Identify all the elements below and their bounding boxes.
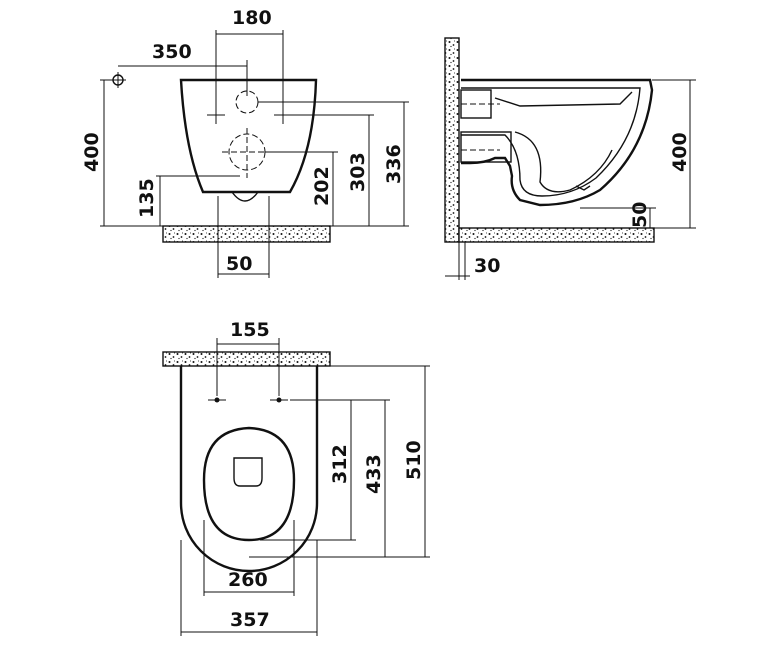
front-bolt-left xyxy=(207,106,225,124)
top-wall-slab xyxy=(162,351,331,367)
dim-side-50: 50 xyxy=(629,202,651,228)
side-wall xyxy=(444,37,460,243)
side-outlet-pipe xyxy=(460,131,512,163)
side-floor-slab xyxy=(458,227,655,243)
side-bowl-outline xyxy=(461,78,654,207)
front-bowl-outline xyxy=(179,78,318,194)
dim-front-202: 202 xyxy=(311,166,333,206)
top-seat-opening xyxy=(202,426,296,542)
top-bolt-left xyxy=(208,397,226,403)
dim-front-336: 336 xyxy=(383,144,405,184)
top-bowl-outline xyxy=(179,366,319,573)
dim-top-312: 312 xyxy=(329,444,351,484)
top-bolt-right xyxy=(270,397,288,403)
dim-top-357: 357 xyxy=(230,609,270,631)
dim-top-510: 510 xyxy=(403,440,425,480)
dim-front-350: 350 xyxy=(152,41,192,63)
top-view: 155 312 433 510 260 357 xyxy=(162,319,430,636)
dim-top-155: 155 xyxy=(230,319,270,341)
dim-front-50: 50 xyxy=(226,253,252,275)
dim-front-180: 180 xyxy=(232,7,272,29)
dim-top-433: 433 xyxy=(363,454,385,494)
side-view: 400 50 30 xyxy=(444,37,696,280)
front-outlet xyxy=(231,191,259,202)
dim-front-303: 303 xyxy=(347,152,369,192)
dim-front-135: 135 xyxy=(136,178,158,218)
dim-top-260: 260 xyxy=(228,569,268,591)
front-view: 180 350 400 135 202 303 336 50 xyxy=(81,7,409,278)
dim-side-30: 30 xyxy=(474,255,500,277)
dim-side-400: 400 xyxy=(669,132,691,172)
dim-front-400: 400 xyxy=(81,132,103,172)
front-bolt-right xyxy=(274,106,292,124)
top-flush-hole xyxy=(233,457,263,487)
front-floor-slab xyxy=(162,225,331,243)
